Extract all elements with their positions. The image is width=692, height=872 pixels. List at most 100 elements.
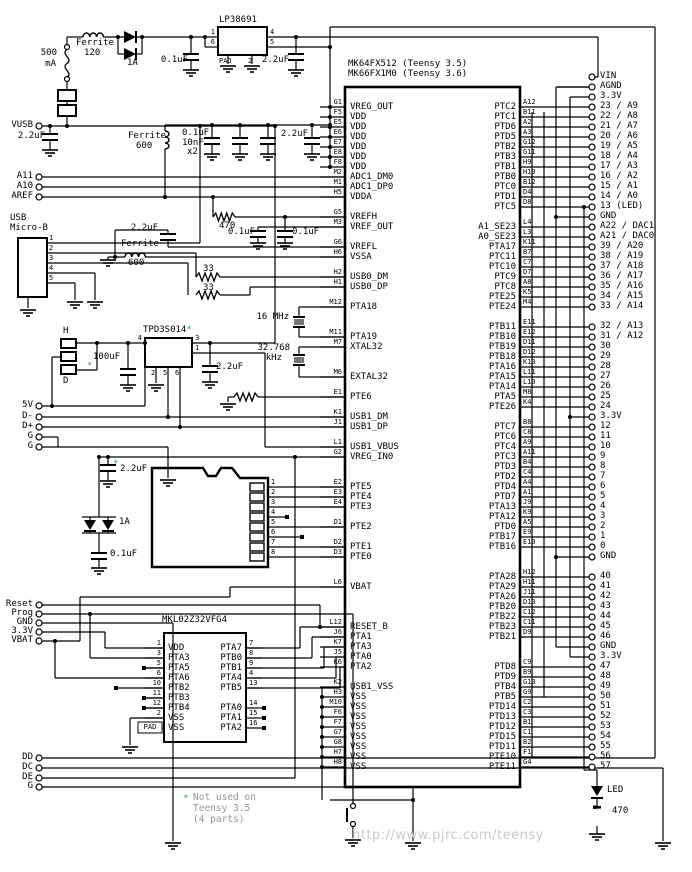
ic-pin-designator: H6 (333, 248, 342, 256)
ic-pin-name: VDD (350, 132, 367, 142)
ic-pin-name: PTA2 (350, 662, 372, 672)
ic-pin-designator: 5 (270, 38, 275, 46)
ic-pin-name: PTE26 (488, 402, 516, 412)
ic-pin-name: VDD (168, 643, 185, 653)
ic-pin-name: PTC10 (488, 262, 516, 272)
terminal-pin-icon (588, 73, 596, 81)
right-terminal-label: 8 (600, 461, 606, 471)
ic-pin-name: VSS (350, 762, 367, 772)
junction-dot (198, 124, 202, 128)
ic-pin-name: VDD (350, 142, 367, 152)
sd-pin-number: 2 (271, 488, 276, 496)
ic-pin-name: PTD8 (494, 662, 516, 672)
mkl-pad-box (137, 721, 163, 734)
ic-pin-designator: G4 (523, 758, 532, 766)
junction-dot (143, 341, 147, 345)
crystal-icon (294, 319, 304, 325)
component-label-pad_h: H (63, 326, 69, 336)
ic-pin-name: VSS (350, 702, 367, 712)
ic-pin-name: VSS (350, 722, 367, 732)
terminal-pin-icon (588, 383, 596, 391)
terminal-pin-icon (588, 503, 596, 511)
ic-pin-name: PTA3 (168, 653, 190, 663)
ic-pin-name: PTB4 (168, 703, 190, 713)
inductor-icon (82, 32, 105, 38)
ic-pin-name: ADC1_DP0 (350, 182, 394, 192)
ic-pin-designator: G12 (523, 138, 536, 146)
terminal-pin-icon (588, 93, 596, 101)
ic-pin-name: PTA12 (488, 512, 516, 522)
terminal-pin-icon (35, 183, 43, 191)
terminal-pin-icon (35, 619, 43, 627)
right-terminal-label: 17 / A3 (600, 161, 638, 171)
ic-pin-name: USB1_VSS (350, 682, 394, 692)
component-label-cap_vref_a: 0.1uF (227, 227, 255, 237)
terminal-pin-icon (588, 633, 596, 641)
terminal-pin-icon (35, 601, 43, 609)
ic-pin-designator: G8 (333, 738, 342, 746)
ic-pin-name: ADC1_DM0 (350, 172, 394, 182)
usb-switch-title: TPD3S014* (143, 325, 192, 335)
ic-pin-designator: F6 (333, 708, 342, 716)
ic-pin-designator: A1 (523, 488, 532, 496)
ic-pin-name: PTB21 (488, 632, 516, 642)
ic-pin-name: PTA19 (350, 332, 378, 342)
component-label-cap_lp_in: 0.1uF (160, 55, 188, 65)
diode-icon (124, 31, 136, 43)
ic-pin-name: PTA18 (350, 302, 378, 312)
terminal-pin-icon (35, 173, 43, 181)
component-label-cap_stack_1: 0.1uF (182, 128, 210, 138)
right-terminal-label: 3 (600, 511, 606, 521)
right-terminal-label: VIN (600, 71, 617, 81)
ic-pin-designator: G5 (333, 208, 342, 216)
junction-dot (50, 404, 54, 408)
ic-pin-designator: 10 (152, 679, 161, 687)
ic-pin-designator: C7 (523, 258, 532, 266)
left-terminal-label: DD (22, 752, 33, 762)
component-label-res_led: 470 (612, 806, 629, 816)
main-ic-title: MK64FX512 (Teensy 3.5) (348, 59, 468, 69)
component-label-ferrite120_name: Ferrite (76, 38, 114, 48)
right-terminal-label: 5 (600, 491, 606, 501)
ic-pin-name: VREG_OUT (350, 102, 394, 112)
component-label-cap_stack_2: 10nF (182, 138, 204, 148)
junction-dot (411, 798, 415, 802)
component-label-xtal_main: 16 MHz (256, 312, 289, 322)
terminal-pin-icon (35, 637, 43, 645)
terminal-pin-icon (35, 783, 43, 791)
ic-pin-name: PTB17 (488, 532, 516, 542)
component-label-xtal_rtc_1: 32.768 (257, 343, 290, 353)
right-terminal-label: 1 (600, 531, 606, 541)
ic-pin-name: PTB2 (168, 683, 190, 693)
terminal-pin-icon (35, 193, 43, 201)
terminal-pin-icon (588, 553, 596, 561)
terminal-pin-icon (588, 143, 596, 151)
terminal-pin-icon (588, 693, 596, 701)
left-terminal-label: A11 (16, 171, 33, 181)
right-terminal-label: 57 (600, 761, 611, 771)
right-terminal-label: 7 (600, 471, 606, 481)
ic-pin-designator: B8 (523, 418, 532, 426)
ic-pin-designator: K5 (523, 288, 532, 296)
ic-pin-name: USB1_DM (350, 412, 388, 422)
ic-pin-designator: L1 (333, 438, 342, 446)
left-terminal-label: AREF (11, 191, 33, 201)
component-label-cap_stack_3: x2 (187, 147, 198, 157)
ic-pin-name: PTA15 (488, 372, 516, 382)
ic-pin-designator: C11 (523, 618, 536, 626)
terminal-pin-icon (588, 163, 596, 171)
ic-pin-designator: L12 (329, 618, 342, 626)
resistor-icon (195, 289, 221, 301)
ic-pin-name: PTD7 (494, 492, 516, 502)
terminal-pin-icon (588, 323, 596, 331)
fuse-icon (64, 48, 70, 78)
right-terminal-label: 18 / A4 (600, 151, 638, 161)
ic-pin-name: PTB11 (488, 322, 516, 332)
ic-pin-designator: A2 (523, 118, 532, 126)
ic-pin-designator: 6 (175, 369, 180, 377)
component-label-ferrite600a_name: Ferrite (128, 131, 166, 141)
ic-pin-designator: K1 (333, 408, 342, 416)
ic-pin-designator: D7 (523, 268, 532, 276)
ic-pin-designator: M10 (329, 698, 342, 706)
ic-pin-name: PTA14 (488, 382, 516, 392)
